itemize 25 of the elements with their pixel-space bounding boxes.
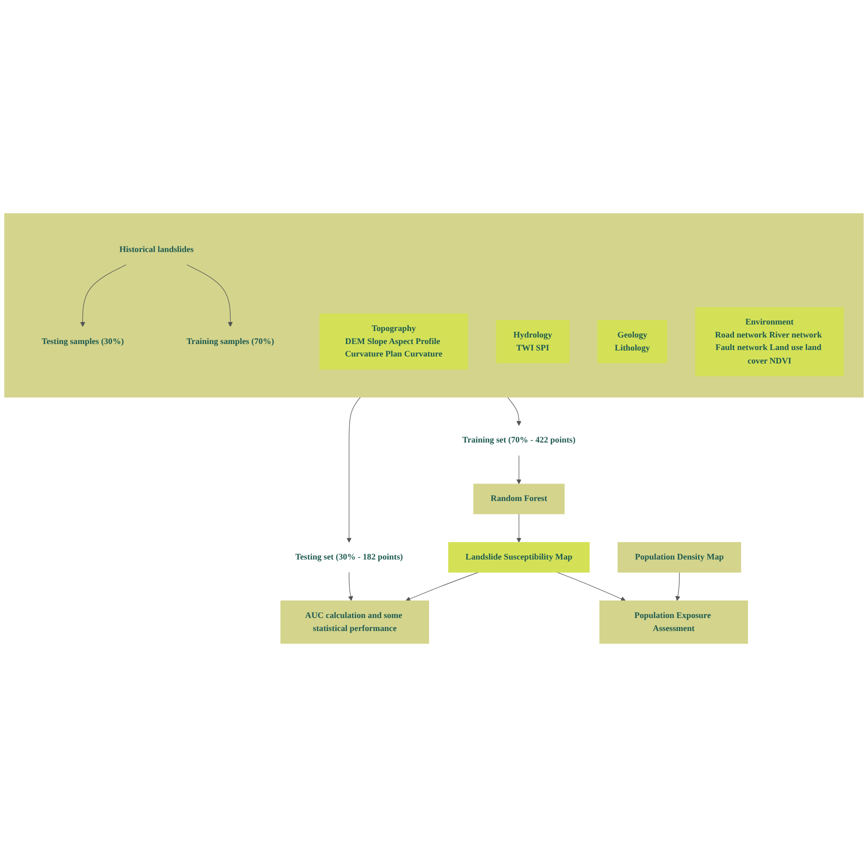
node-box: Topography DEM Slope Aspect Profile Curvature Plan Curvature <box>319 314 468 370</box>
node-text: Historical landslides <box>119 245 194 254</box>
node-text: Training set (70% - 422 points) <box>462 436 576 446</box>
arrow <box>556 572 626 602</box>
node-box: AUC calculation and some statistical performance <box>280 600 430 644</box>
cluster <box>4 213 864 398</box>
arrow <box>80 264 126 327</box>
arrow <box>348 572 354 601</box>
arrow <box>516 455 522 484</box>
node-text: Testing set (30% - 182 points) <box>295 552 403 562</box>
node-box: Landslide Susceptibility Map <box>448 542 590 573</box>
arrow <box>507 396 522 426</box>
node-box: Environment Road network River network Fault network Land use land cover NDVI <box>695 307 844 376</box>
node-text: Testing samples (30%) <box>42 336 124 346</box>
node-text: Training samples (70%) <box>186 336 274 346</box>
node-box: Geology Lithology <box>597 320 668 364</box>
arrow <box>346 396 361 543</box>
node-box: Random Forest <box>473 484 565 514</box>
arrow <box>675 572 680 601</box>
node-box: Hydrology TWI SPI <box>496 320 570 364</box>
arrow <box>186 264 233 327</box>
node-box: Population Exposure Assessment <box>599 600 748 644</box>
arrow <box>516 514 522 543</box>
arrow <box>406 572 479 602</box>
node-box: Population Density Map <box>618 542 742 573</box>
